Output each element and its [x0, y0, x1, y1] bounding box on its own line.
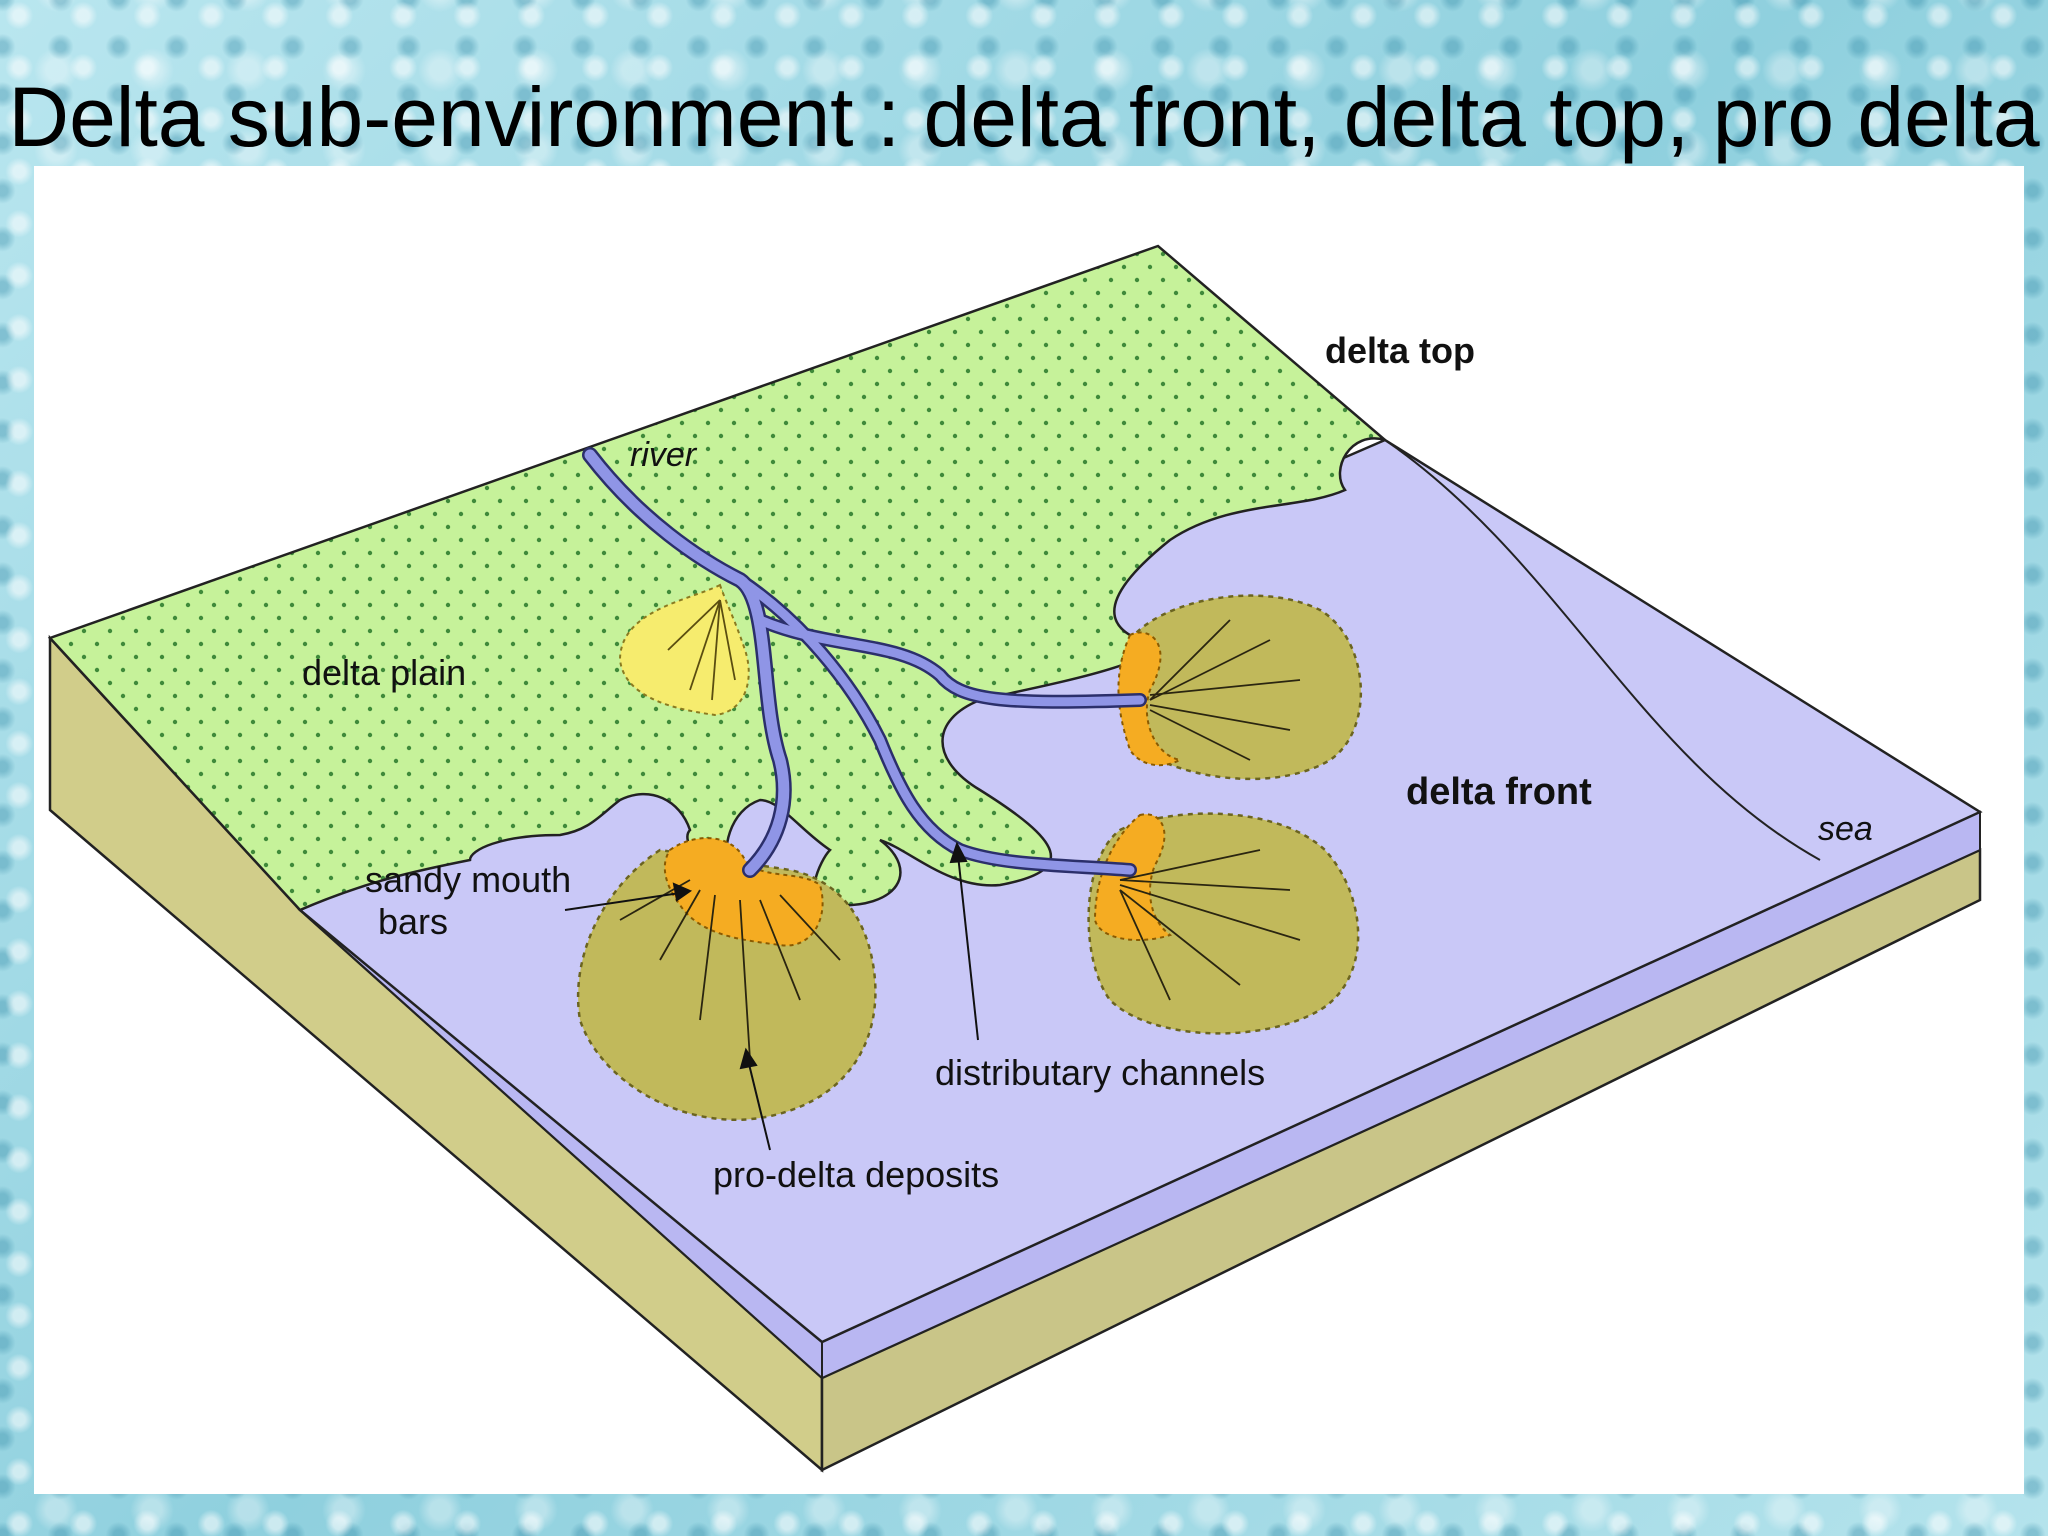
pro-delta-lobe-lower-right [1087, 812, 1360, 1035]
delta-plain-land [47, 244, 1386, 912]
label-pro-delta-deposits: pro-delta deposits [713, 1154, 999, 1195]
label-delta-plain: delta plain [302, 652, 466, 693]
label-distributary-channels: distributary channels [935, 1052, 1265, 1093]
pro-delta-streaks [619, 619, 1301, 1061]
label-delta-top: delta top [1325, 330, 1475, 371]
slide-title: Delta sub-environment : delta front, del… [8, 70, 2040, 164]
mouth-bar-bottom [663, 837, 824, 947]
shelf-break-line [1384, 439, 1821, 861]
label-sea: sea [1818, 810, 1873, 848]
leader-arrows [564, 841, 979, 1151]
abandoned-lobe-streaks [667, 599, 736, 701]
label-sandy-mouth-bars-line2: bars [378, 901, 448, 942]
label-sandy-mouth-bars-line1: sandy mouth [365, 859, 571, 900]
river-channels [582, 447, 1147, 878]
abandoned-lobe [618, 583, 750, 717]
label-river: river [630, 436, 698, 474]
label-delta-front: delta front [1406, 771, 1592, 813]
mouth-bar-upper-right [1117, 631, 1184, 767]
